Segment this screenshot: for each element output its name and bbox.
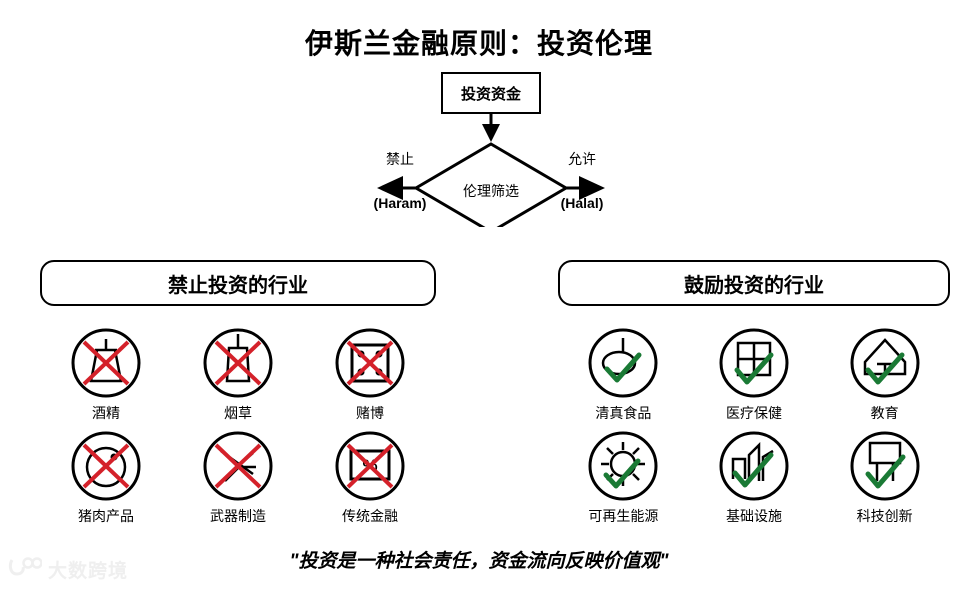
watermark: 大数跨境 xyxy=(8,556,128,583)
forbidden-panel-heading: 禁止投资的行业 xyxy=(40,260,436,306)
encouraged-item-label: 可再生能源 xyxy=(588,508,659,524)
investment-fund-box[interactable]: 投资资金 xyxy=(441,72,541,114)
encouraged-industries-grid: 清真食品 医疗保健 xyxy=(558,326,950,532)
forbidden-item-alcohol[interactable]: 酒精 xyxy=(40,326,172,429)
alcohol-glass-icon xyxy=(69,326,143,400)
forbidden-item-label: 猪肉产品 xyxy=(78,508,134,524)
footer-quote: "投资是一种社会责任，资金流向反映价值观" xyxy=(289,551,669,572)
halal-food-icon xyxy=(586,326,660,400)
encouraged-item-healthcare[interactable]: 医疗保健 xyxy=(689,326,820,429)
encouraged-item-label: 教育 xyxy=(870,405,899,421)
weapons-icon xyxy=(201,429,275,503)
encouraged-item-label: 科技创新 xyxy=(856,508,913,524)
brand-logo-icon xyxy=(8,556,43,583)
sun-energy-icon xyxy=(586,429,660,503)
ethical-screening-label: 伦理筛选 xyxy=(463,183,519,199)
forbidden-item-pork[interactable]: 猪肉产品 xyxy=(40,429,172,532)
buildings-icon xyxy=(717,429,791,503)
encouraged-item-label: 医疗保健 xyxy=(725,405,782,421)
forbidden-item-label: 赌博 xyxy=(356,405,384,421)
encouraged-item-education[interactable]: 教育 xyxy=(819,326,950,429)
page-title: 伊斯兰金融原则：投资伦理 xyxy=(304,28,653,59)
monitor-tech-icon xyxy=(848,429,922,503)
forbidden-item-label: 酒精 xyxy=(92,405,120,421)
forbidden-item-label: 武器制造 xyxy=(210,508,266,524)
school-house-icon xyxy=(848,326,922,400)
watermark-text: 大数跨境 xyxy=(48,561,129,582)
encouraged-item-tech-innovation[interactable]: 科技创新 xyxy=(819,429,950,532)
haram-label-bottom: (Haram) xyxy=(373,195,427,211)
flow-connectors xyxy=(377,114,605,227)
healthcare-cross-icon xyxy=(717,326,791,400)
flow-diagram: 投资资金 伦理筛选 禁止 (Haram) 允许 (Halal) xyxy=(0,62,958,227)
dice-icon xyxy=(333,326,407,400)
interest-percent-icon: % xyxy=(333,429,407,503)
forbidden-item-label: 传统金融 xyxy=(342,508,398,524)
encouraged-item-renewable-energy[interactable]: 可再生能源 xyxy=(558,429,689,532)
encouraged-item-label: 基础设施 xyxy=(725,508,782,524)
arrow-right-icon xyxy=(579,176,605,200)
forbidden-item-conventional-finance[interactable]: % 传统金融 xyxy=(304,429,436,532)
cigarette-icon xyxy=(201,326,275,400)
encouraged-item-halal-food[interactable]: 清真食品 xyxy=(558,326,689,429)
forbidden-item-tobacco[interactable]: 烟草 xyxy=(172,326,304,429)
arrow-down-icon xyxy=(482,124,500,142)
encouraged-panel-heading: 鼓励投资的行业 xyxy=(558,260,950,306)
halal-label-top: 允许 xyxy=(568,151,596,167)
haram-label-top: 禁止 xyxy=(386,151,414,167)
encouraged-item-label: 清真食品 xyxy=(595,405,652,421)
ethical-screening-diamond xyxy=(413,142,569,227)
forbidden-item-weapons[interactable]: 武器制造 xyxy=(172,429,304,532)
pig-icon xyxy=(69,429,143,503)
forbidden-item-label: 烟草 xyxy=(224,405,252,421)
arrow-left-icon xyxy=(377,176,403,200)
forbidden-item-gambling[interactable]: 赌博 xyxy=(304,326,436,429)
halal-label-bottom: (Halal) xyxy=(560,195,604,211)
encouraged-item-infrastructure[interactable]: 基础设施 xyxy=(689,429,820,532)
forbidden-industries-grid: 酒精 烟草 xyxy=(40,326,436,532)
